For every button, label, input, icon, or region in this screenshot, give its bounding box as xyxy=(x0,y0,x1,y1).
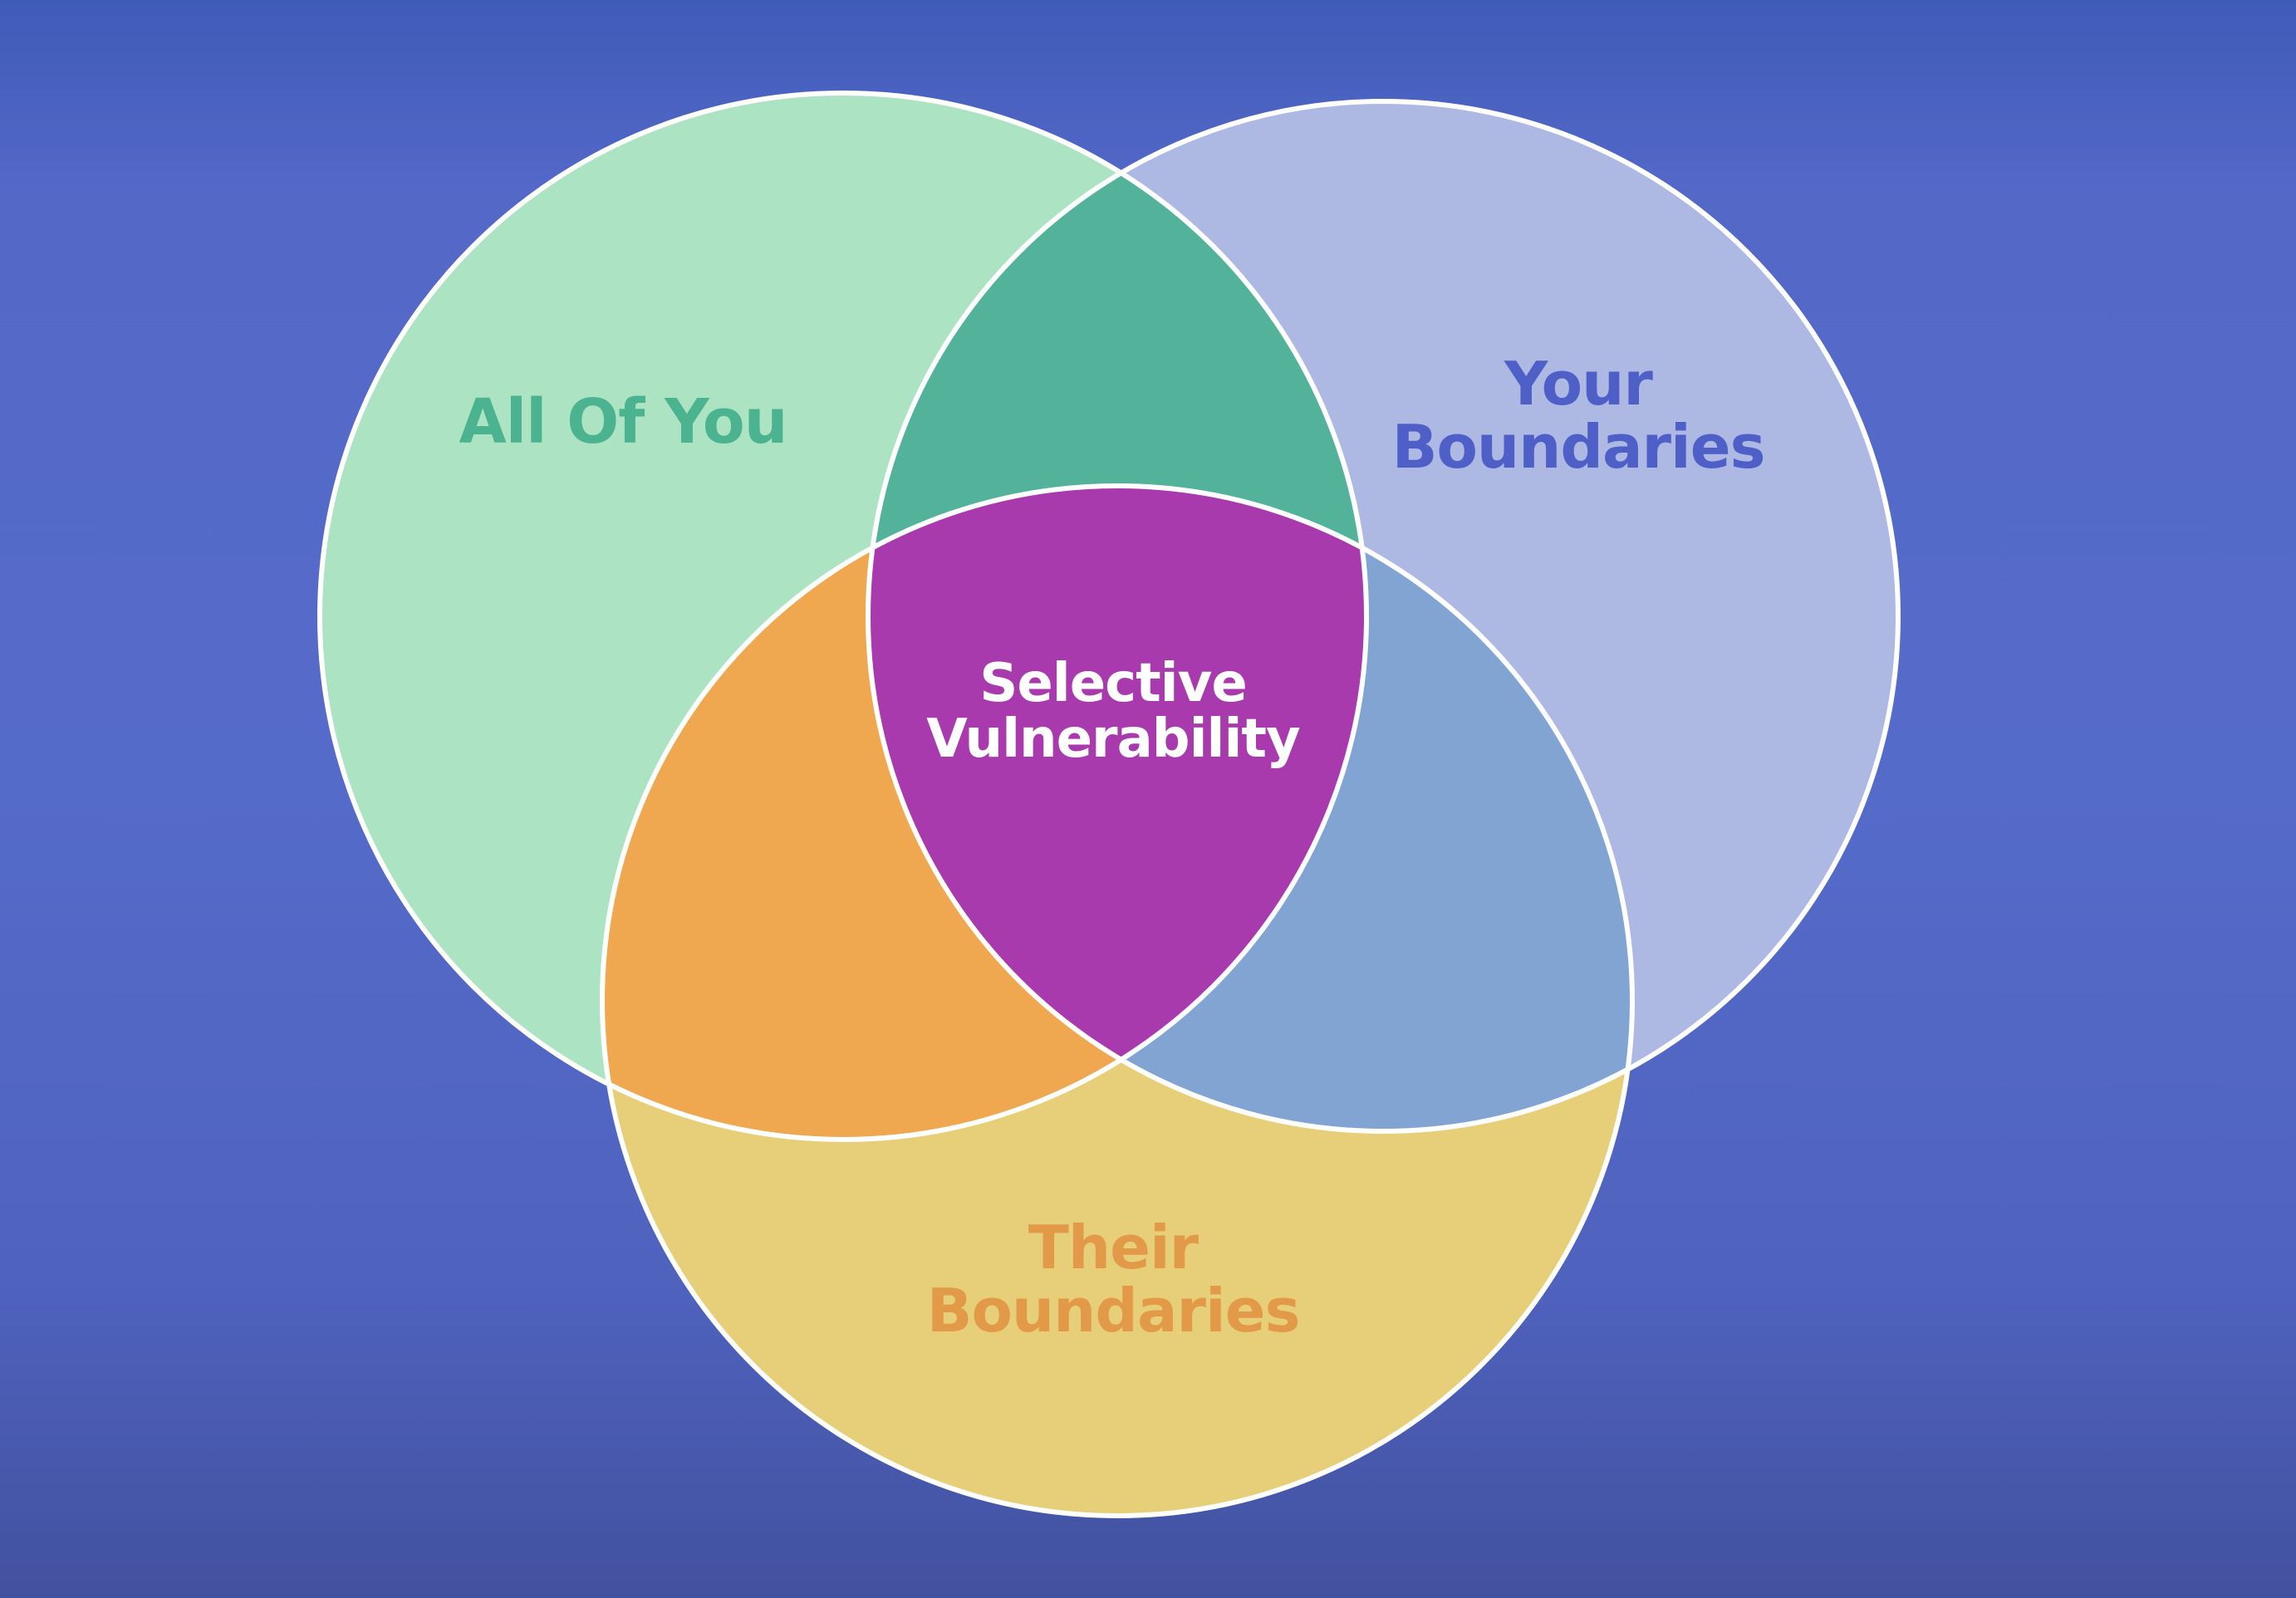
label-your-boundaries-line-1: Your xyxy=(1504,349,1653,419)
label-their-boundaries-line-1: Their xyxy=(1028,1213,1199,1282)
label-all-of-you-line-1: All Of You xyxy=(459,386,788,458)
label-your-boundaries-line-2: Boundaries xyxy=(1391,411,1766,482)
label-selective-vulnerability-line-2: Vulnerability xyxy=(926,708,1300,771)
outlines xyxy=(317,91,1901,1518)
outline-your-boundaries xyxy=(866,99,1901,1134)
outline-all-of-you xyxy=(317,91,1369,1142)
label-their-boundaries-line-2: Boundaries xyxy=(926,1275,1301,1346)
label-all-of-you: All Of You xyxy=(399,390,847,455)
label-your-boundaries: Your Boundaries xyxy=(1329,349,1827,482)
label-selective-vulnerability: Selective Vulnerability xyxy=(864,653,1362,771)
outline-their-boundaries xyxy=(600,483,1635,1518)
label-their-boundaries: Their Boundaries xyxy=(864,1213,1362,1346)
label-selective-vulnerability-line-1: Selective xyxy=(979,653,1247,714)
region-selective-vulnerability xyxy=(868,486,1366,1131)
